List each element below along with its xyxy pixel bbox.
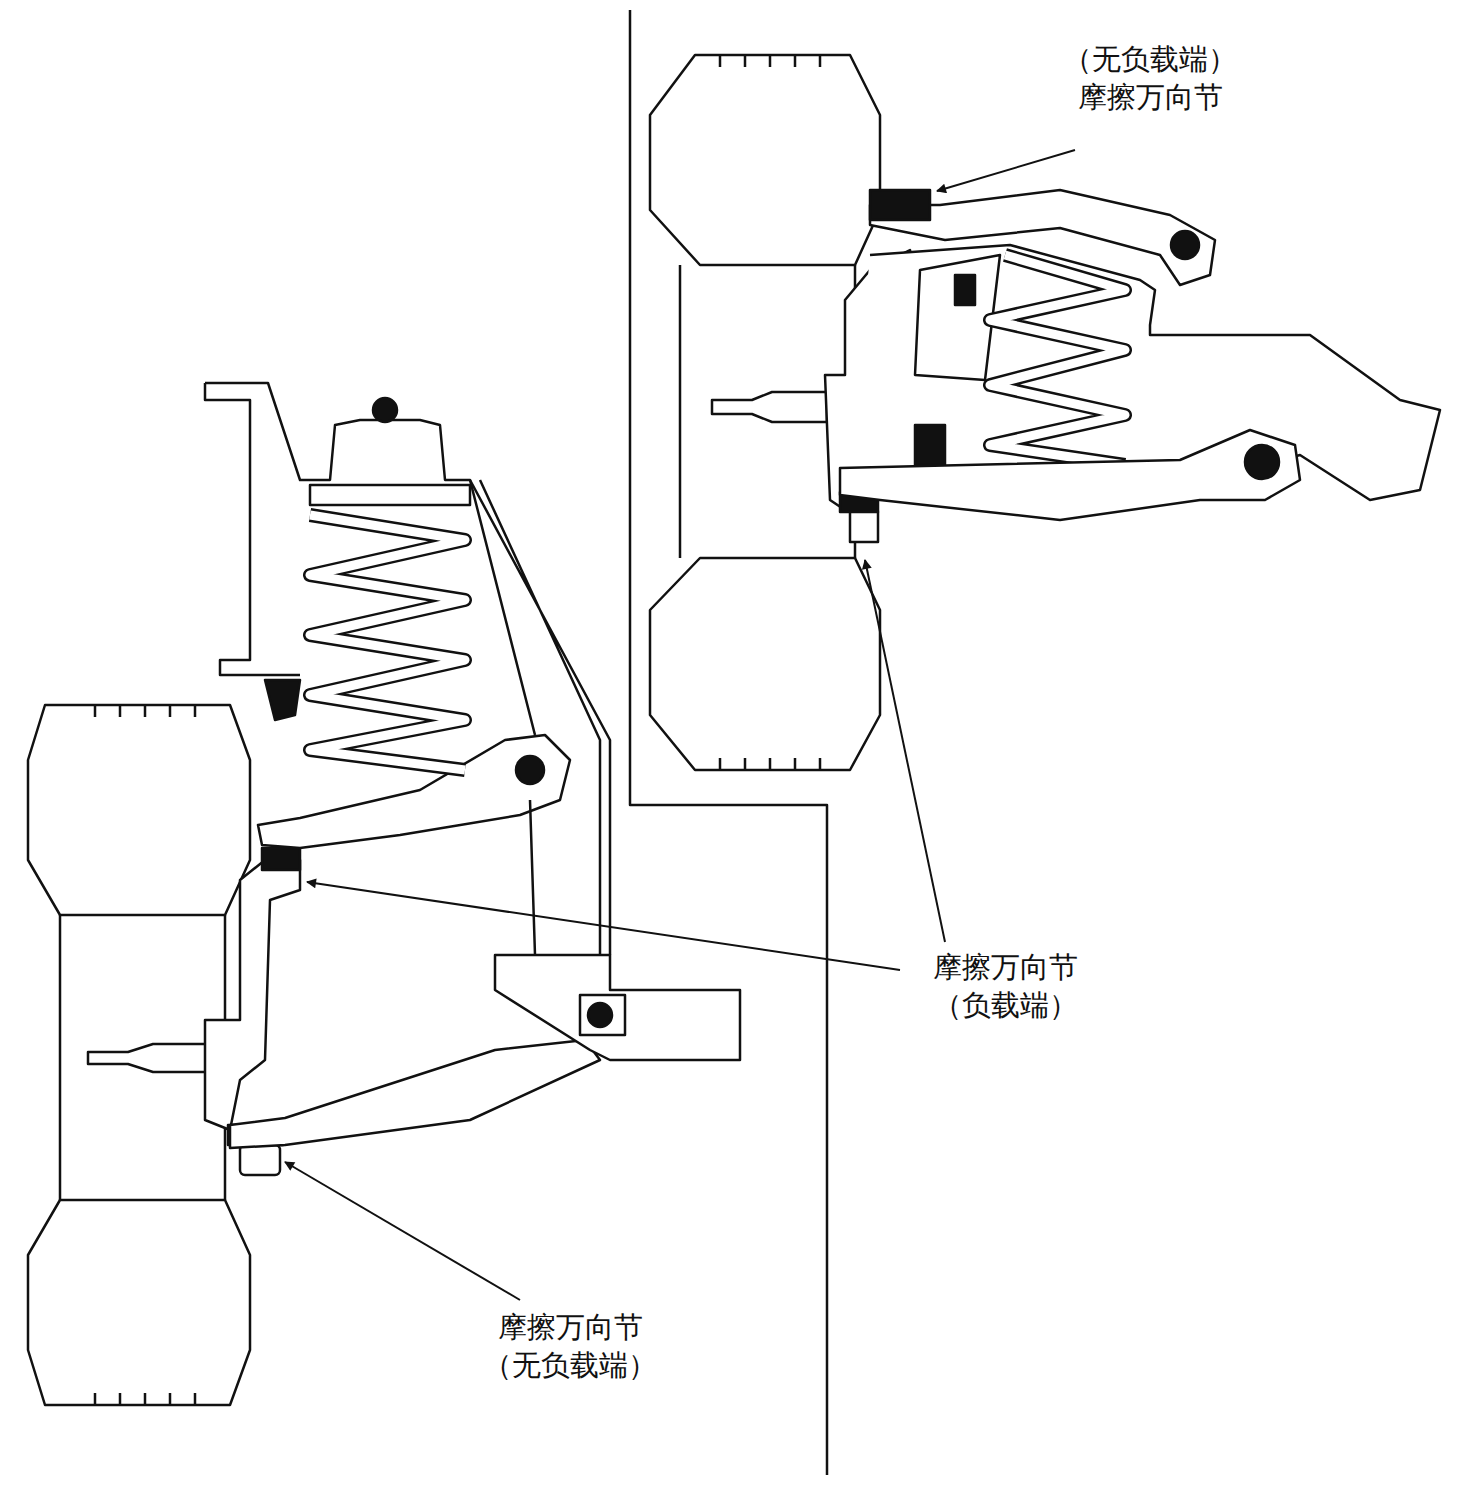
right-spring [990,255,1125,465]
leader-lines [285,150,1075,1300]
callout-label: 摩擦万向节 （无负载端） [477,1308,663,1384]
left-frame [495,955,740,1060]
callout-label: （无负载端） 摩擦万向节 [1057,40,1243,116]
right-pivot-bolt [1171,231,1199,259]
left-pivot-bolt [516,756,544,784]
left-lower-arm [230,1040,600,1148]
callout-label: 摩擦万向节 （负载端） [912,948,1098,1024]
left-spring [310,515,465,770]
right-lower-arm [840,430,1300,520]
